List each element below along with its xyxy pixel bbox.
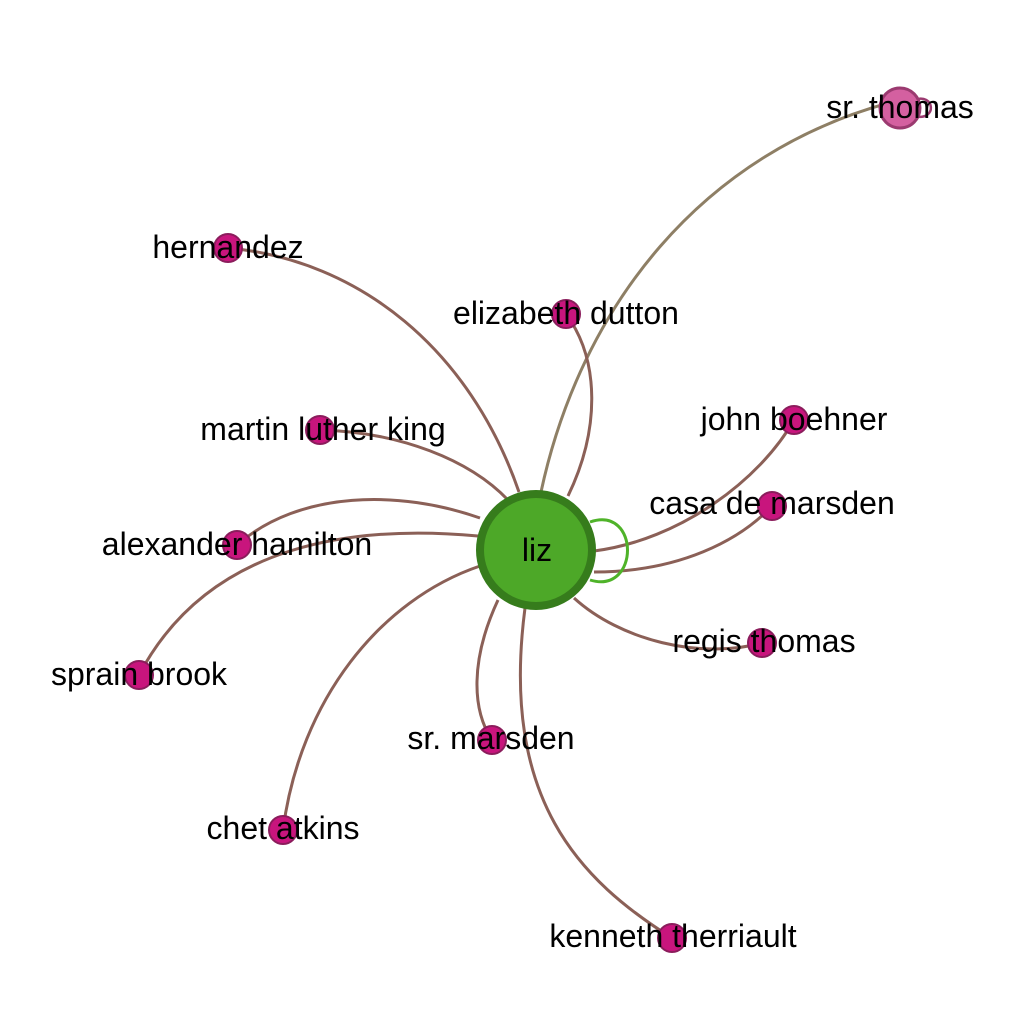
node-alexander-hamilton[interactable] (222, 530, 252, 560)
edge-liz-casa-de-marsden (593, 504, 774, 574)
label-sprain-brook: sprain brook (51, 656, 228, 692)
label-chet-atkins: chet atkins (207, 810, 360, 846)
node-layer (124, 86, 922, 953)
label-sr-thomas: sr. thomas (826, 89, 974, 125)
label-elizabeth-dutton: elizabeth dutton (453, 295, 679, 331)
edge-liz-alexander-hamilton (236, 498, 481, 547)
hub-label: liz (522, 532, 552, 568)
edge-liz-sr-marsden (475, 599, 500, 741)
label-layer: sr. thomas hernandez elizabeth dutton jo… (51, 89, 974, 954)
node-hernandez[interactable] (213, 233, 243, 263)
edge-liz-hernandez (227, 246, 521, 493)
edge-liz-sprain-brook (137, 531, 479, 676)
node-chet-atkins[interactable] (268, 815, 298, 845)
edge-liz-chet-atkins (281, 564, 481, 831)
node-john-boehner[interactable] (779, 405, 809, 435)
node-sr-thomas[interactable] (878, 86, 922, 130)
node-kenneth-therriault[interactable] (657, 923, 687, 953)
edge-liz-regis-thomas (572, 596, 763, 651)
node-martin-luther-king[interactable] (305, 415, 335, 445)
hub-self-loop (589, 518, 629, 584)
label-sr-marsden: sr. marsden (407, 720, 574, 756)
node-casa-de-marsden[interactable] (757, 491, 787, 521)
label-alexander-hamilton: alexander hamilton (102, 526, 372, 562)
node-sr-marsden[interactable] (477, 725, 507, 755)
label-john-boehner: john boehner (700, 401, 888, 437)
edge-layer (137, 98, 901, 940)
node-elizabeth-dutton[interactable] (551, 299, 581, 329)
label-martin-luther-king: martin luther king (200, 411, 445, 447)
hub-node-liz[interactable] (476, 490, 596, 610)
edge-liz-elizabeth-dutton (564, 313, 594, 497)
node-sprain-brook[interactable] (124, 660, 154, 690)
label-hernandez: hernandez (152, 229, 303, 265)
edge-liz-martin-luther-king (319, 428, 510, 502)
node-regis-thomas[interactable] (747, 628, 777, 658)
label-kenneth-therriault: kenneth therriault (549, 918, 796, 954)
edge-liz-kenneth-therriault (518, 607, 673, 940)
label-regis-thomas: regis thomas (672, 623, 855, 659)
label-casa-de-marsden: casa de marsden (649, 485, 894, 521)
edge-liz-sr-thomas (539, 98, 901, 493)
